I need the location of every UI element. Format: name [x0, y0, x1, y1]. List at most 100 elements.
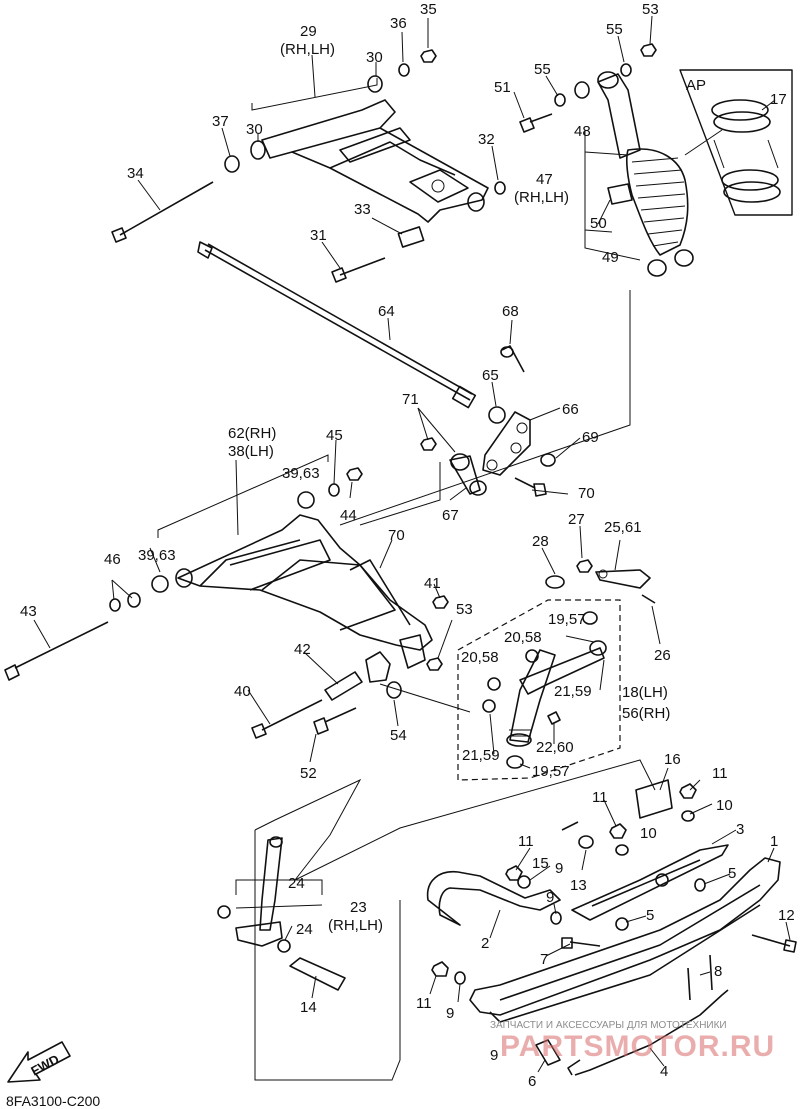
callout-21b: 21,59 — [462, 747, 500, 764]
watermark-line2: PARTSMOTOR.RU — [500, 1030, 775, 1063]
callout-43: 43 — [20, 603, 37, 620]
callout-19b: 19,57 — [532, 763, 570, 780]
callout-19a: 19,57 — [548, 611, 586, 628]
callout-1: 1 — [770, 833, 778, 850]
callout-23: 23 — [350, 899, 367, 916]
inset-label: AP — [686, 77, 706, 94]
callout-44: 44 — [340, 507, 357, 524]
lower-arm-group — [4, 454, 471, 739]
callout-54: 54 — [390, 727, 407, 744]
callout-23-sub: (RH,LH) — [328, 917, 383, 934]
callout-20b: 20,58 — [461, 649, 499, 666]
callout-62: 62(RH) — [228, 425, 276, 442]
callout-37: 37 — [212, 113, 229, 130]
callout-48: 48 — [574, 123, 591, 140]
callout-5b: 5 — [646, 907, 654, 924]
callout-9a: 9 — [555, 860, 563, 877]
callout-20a: 20,58 — [504, 629, 542, 646]
callout-11c: 11 — [518, 833, 534, 850]
callout-49: 49 — [602, 249, 619, 266]
callout-47: 47 — [536, 171, 553, 188]
callout-24b: 24 — [296, 921, 313, 938]
callout-34: 34 — [127, 165, 144, 182]
shock-absorber-group — [519, 43, 793, 277]
callout-36: 36 — [390, 15, 407, 32]
figure-code: 8FA3100-C200 — [6, 1093, 100, 1109]
callout-55b: 55 — [606, 21, 623, 38]
callout-69: 69 — [582, 429, 599, 446]
fwd-label: FWD — [28, 1051, 61, 1078]
callout-17: 17 — [770, 91, 787, 108]
callout-56: 56(RH) — [622, 705, 670, 722]
fwd-arrow-icon: FWD — [7, 1041, 71, 1083]
upper-arm-group — [111, 49, 506, 409]
callout-10b: 10 — [640, 825, 657, 842]
watermark: ЗАПЧАСТИ И АКСЕССУАРЫ ДЛЯ МОТОТЕХНИКИ PA… — [490, 1020, 775, 1063]
callout-5a: 5 — [728, 865, 736, 882]
callout-3: 3 — [736, 821, 744, 838]
callout-7: 7 — [540, 951, 548, 968]
callout-31: 31 — [310, 227, 327, 244]
callout-52: 52 — [300, 765, 317, 782]
callout-41: 41 — [424, 575, 441, 592]
callout-15: 15 — [532, 855, 549, 872]
callout-26: 26 — [654, 647, 671, 664]
callout-labels: 1 2 3 4 5 5 6 7 8 9 9 9 9 10 10 11 11 11… — [20, 1, 795, 1090]
linkage-group — [339, 290, 631, 526]
watermark-line1: ЗАПЧАСТИ И АКСЕССУАРЫ ДЛЯ МОТОТЕХНИКИ — [490, 1020, 727, 1031]
callout-16: 16 — [664, 751, 681, 768]
callout-32: 32 — [478, 131, 495, 148]
callout-39a: 39,63 — [282, 465, 320, 482]
callout-6: 6 — [528, 1073, 536, 1090]
callout-53b: 53 — [456, 601, 473, 618]
callout-13: 13 — [570, 877, 587, 894]
callout-29: 29 — [300, 23, 317, 40]
callout-47-sub: (RH,LH) — [514, 189, 569, 206]
callout-12: 12 — [778, 907, 795, 924]
spindle-group — [457, 539, 656, 781]
callout-28: 28 — [532, 533, 549, 550]
callout-21a: 21,59 — [554, 683, 592, 700]
callout-68: 68 — [502, 303, 519, 320]
callout-42: 42 — [294, 641, 311, 658]
callout-38: 38(LH) — [228, 443, 274, 460]
callout-9c: 9 — [446, 1005, 454, 1022]
callout-2: 2 — [481, 935, 489, 952]
leader-lines — [33, 15, 791, 1073]
callout-55a: 55 — [534, 61, 551, 78]
callout-70b: 70 — [388, 527, 405, 544]
callout-65: 65 — [482, 367, 499, 384]
callout-25: 25,61 — [604, 519, 642, 536]
callout-30a: 30 — [366, 49, 383, 66]
callout-35: 35 — [420, 1, 437, 18]
callout-18: 18(LH) — [622, 684, 668, 701]
callout-10a: 10 — [716, 797, 733, 814]
callout-30b: 30 — [246, 121, 263, 138]
callout-45: 45 — [326, 427, 343, 444]
callout-39b: 39,63 — [138, 547, 176, 564]
callout-67: 67 — [442, 507, 459, 524]
callout-11a: 11 — [712, 765, 728, 782]
callout-27: 27 — [568, 511, 585, 528]
callout-11d: 11 — [416, 995, 432, 1012]
callout-9d: 9 — [490, 1047, 498, 1064]
callout-53a: 53 — [642, 1, 659, 18]
callout-4: 4 — [660, 1063, 668, 1080]
ski-group — [217, 759, 797, 1081]
callout-9b: 9 — [546, 889, 554, 906]
callout-14: 14 — [300, 999, 317, 1016]
callout-46: 46 — [104, 551, 121, 568]
callout-71: 71 — [402, 391, 419, 408]
callout-40: 40 — [234, 683, 251, 700]
callout-11b: 11 — [592, 789, 608, 806]
callout-8: 8 — [714, 963, 722, 980]
callout-66: 66 — [562, 401, 579, 418]
callout-64: 64 — [378, 303, 395, 320]
callout-24a: 24 — [288, 875, 305, 892]
callout-70a: 70 — [578, 485, 595, 502]
callout-33: 33 — [354, 201, 371, 218]
callout-22: 22,60 — [536, 739, 574, 756]
callout-50: 50 — [590, 215, 607, 232]
callout-51: 51 — [494, 79, 511, 96]
